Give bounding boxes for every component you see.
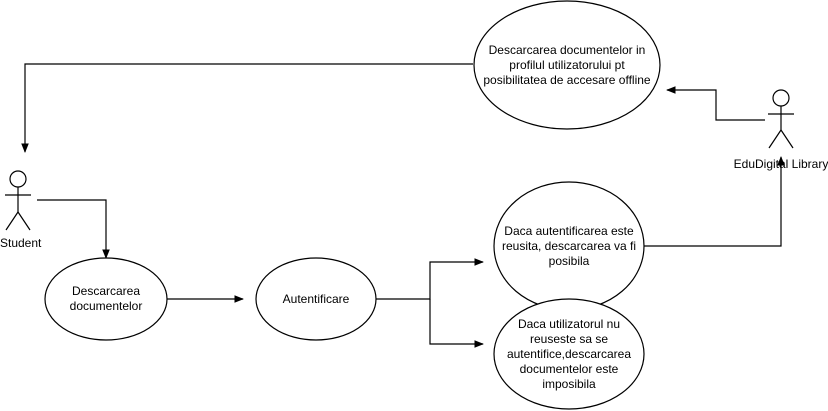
- library-actor-icon[interactable]: [768, 89, 794, 149]
- connector-student-to-download: [37, 199, 110, 259]
- connector-auth-split-success: [376, 258, 484, 300]
- use-case-offline-download-ellipse[interactable]: [473, 0, 661, 130]
- use-case-offline-download-label: Descarcarea documentelor in profilul uti…: [483, 42, 651, 87]
- connector-offline-to-student: [21, 63, 473, 153]
- use-case-auth-success-label: Daca autentificarea este reusita, descar…: [501, 223, 637, 268]
- student-actor-label: Student: [0, 236, 42, 250]
- use-case-auth-fail-ellipse[interactable]: [493, 298, 645, 410]
- connector-library-to-offline: [666, 86, 765, 121]
- use-case-download-label: Descarcarea documentelor: [69, 284, 143, 313]
- use-case-auth-fail-label: Daca utilizatorul nu reuseste sa se aute…: [506, 316, 632, 391]
- library-actor-label: EduDigital Library: [733, 157, 828, 171]
- use-case-download-ellipse[interactable]: [44, 257, 168, 341]
- connector-success-to-library: [644, 156, 785, 247]
- use-case-auth-ellipse[interactable]: [255, 257, 377, 341]
- use-case-auth-label: Autentificare: [282, 291, 350, 306]
- student-actor-icon[interactable]: [5, 170, 31, 231]
- connector-auth-split-fail: [429, 299, 484, 348]
